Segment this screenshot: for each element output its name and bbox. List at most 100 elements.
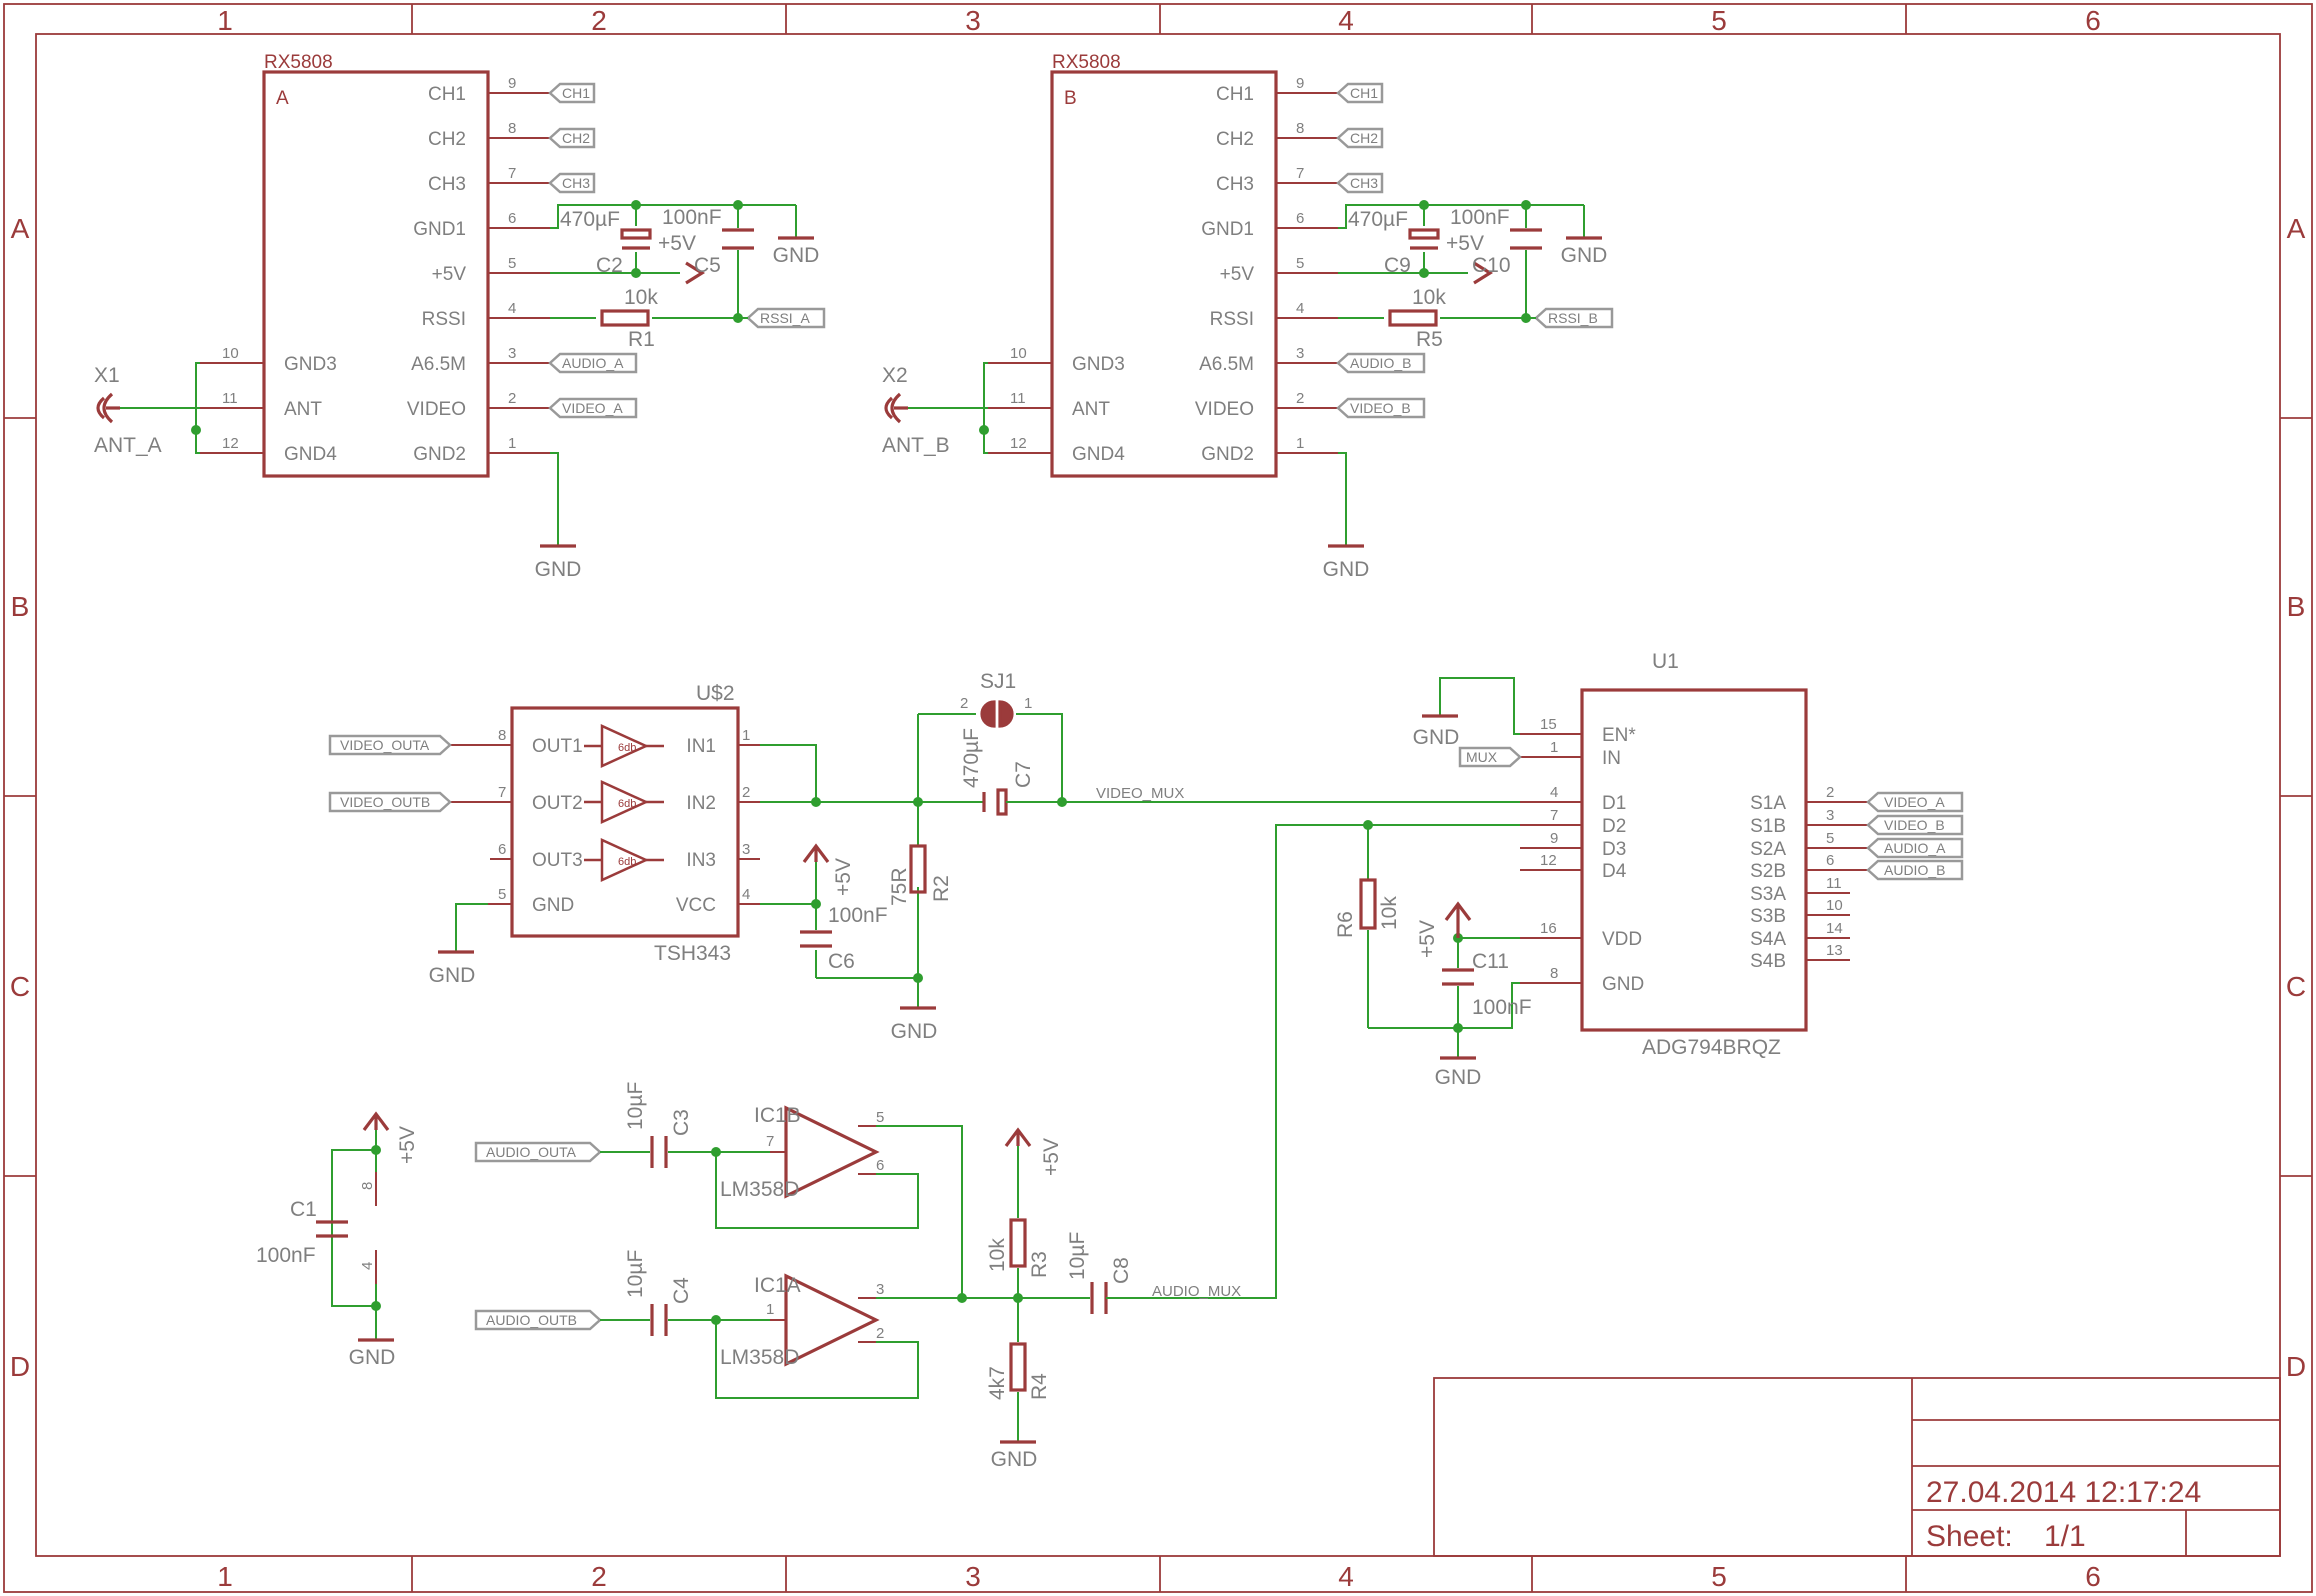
pin-number: 9: [1550, 830, 1558, 847]
rxb-ant-label: ANT: [1072, 399, 1110, 420]
x2-designator: X2: [882, 364, 908, 387]
gnd-symbol: GND: [1323, 544, 1370, 581]
title-date: 27.04.2014 12:17:24: [1926, 1476, 2201, 1509]
r2-value: 75R: [888, 867, 911, 906]
vcc-label: +5V: [396, 1126, 419, 1164]
u2-in1-label: IN1: [686, 736, 716, 757]
rxa-ch1-label: CH1: [428, 84, 466, 105]
flag-s2b-audio-b: AUDIO_B: [1866, 859, 1964, 881]
net-label-audio-mux: AUDIO_MUX: [1152, 1283, 1241, 1300]
pin-number: 3: [742, 841, 750, 858]
flag-ch1-b: CH1: [1336, 82, 1384, 104]
c3-value: 10µF: [624, 1082, 647, 1130]
pin-number: 5: [508, 255, 516, 272]
gain-label: 6db: [618, 742, 636, 754]
pin-number: 4: [359, 1262, 376, 1270]
gain-label: 6db: [618, 856, 636, 868]
vcc-arrow-r3: +5V: [1004, 1127, 1063, 1176]
rxb-ch1-label: CH1: [1216, 84, 1254, 105]
capacitor-c8: 10µF C8: [1066, 1232, 1133, 1314]
ic1b-part: LM358D: [720, 1178, 799, 1201]
c8-value: 10µF: [1066, 1232, 1089, 1280]
pin-number: 2: [1296, 390, 1304, 407]
ic1b-designator: IC1B: [754, 1104, 801, 1127]
r2-designator: R2: [930, 875, 953, 902]
col-label-5: 5: [1711, 5, 1727, 36]
flag-text: CH1: [562, 85, 590, 101]
flag-video-b: VIDEO_B: [1336, 397, 1426, 419]
c1-value: 100nF: [256, 1244, 316, 1267]
pin-number: 3: [508, 345, 516, 362]
pin-number: 5: [876, 1109, 884, 1126]
c2-value: 470µF: [560, 208, 620, 231]
flag-text: AUDIO_B: [1350, 355, 1411, 371]
r1-value: 10k: [624, 286, 658, 309]
flag-s1a-video-a: VIDEO_A: [1866, 791, 1964, 813]
sheet-label: Sheet:: [1926, 1520, 2013, 1553]
resistor-r1: 10k R1: [600, 286, 658, 351]
flag-text: RSSI_A: [760, 310, 810, 326]
gnd-label: GND: [891, 1020, 938, 1043]
rxb-5v-label: +5V: [1220, 264, 1255, 285]
flag-ch3-a: CH3: [548, 172, 596, 194]
pin-number: 11: [222, 390, 238, 407]
pin-number: 16: [1540, 920, 1557, 937]
u2-designator: U$2: [696, 682, 735, 705]
gnd-symbol: GND: [429, 950, 475, 987]
r4-designator: R4: [1028, 1373, 1051, 1400]
capacitor-c5: 100nF C5: [662, 206, 754, 277]
pin-number: 13: [1826, 942, 1843, 959]
flag-video-outa: VIDEO_OUTA: [328, 734, 452, 756]
pin-number: 2: [1826, 784, 1834, 801]
c8-designator: C8: [1110, 1257, 1133, 1284]
col-label-2-bottom: 2: [591, 1561, 607, 1592]
u2-out2-label: OUT2: [532, 793, 583, 814]
flag-text: CH3: [1350, 175, 1378, 191]
video-mux-u1: U1 ADG794BRQZ EN* IN D1 D2 D3 D4 VDD GND…: [1130, 650, 1964, 1299]
flag-rssi-b: RSSI_B: [1534, 307, 1614, 329]
gnd-label: GND: [1323, 558, 1370, 581]
rxb-gnd2-label: GND2: [1201, 444, 1254, 465]
col-label-2: 2: [591, 5, 607, 36]
flag-audio-outa: AUDIO_OUTA: [474, 1141, 602, 1163]
pin-number: 2: [742, 784, 750, 801]
u1-s4a-label: S4A: [1750, 929, 1786, 950]
pin-number: 8: [1550, 965, 1558, 982]
vcc-label: +5V: [1040, 1138, 1063, 1176]
r3-value: 10k: [986, 1238, 1009, 1272]
vcc-label: +5V: [658, 232, 696, 255]
pin-number: 3: [876, 1281, 884, 1298]
u1-part: ADG794BRQZ: [1642, 1036, 1781, 1059]
x1-value: ANT_A: [94, 434, 162, 457]
pin-number: 4: [1550, 784, 1558, 801]
u1-en-label: EN*: [1602, 725, 1636, 746]
pin-number: 7: [1296, 165, 1304, 182]
title-block: 27.04.2014 12:17:24 Sheet: 1/1: [1433, 1377, 2281, 1557]
c11-value: 100nF: [1472, 996, 1532, 1019]
rxb-part: RX5808: [1052, 52, 1121, 73]
u1-d4-label: D4: [1602, 861, 1627, 882]
u1-d1-label: D1: [1602, 793, 1626, 814]
rxa-ch3-label: CH3: [428, 174, 466, 195]
flag-text: AUDIO_OUTA: [486, 1144, 577, 1160]
vcc-arrow-c1: +5V: [362, 1111, 419, 1164]
pin-number: 1: [742, 727, 750, 744]
gnd-label: GND: [1413, 726, 1460, 749]
r6-value: 10k: [1378, 896, 1401, 930]
col-label-1-bottom: 1: [217, 1561, 233, 1592]
pin-number: 11: [1826, 875, 1842, 892]
flag-text: CH1: [1350, 85, 1378, 101]
col-label-6: 6: [2085, 5, 2101, 36]
u1-s3b-label: S3B: [1750, 906, 1786, 927]
pin-number: 6: [508, 210, 516, 227]
c9-value: 470µF: [1348, 208, 1408, 231]
rxb-rssi-label: RSSI: [1210, 309, 1254, 330]
c7-designator: C7: [1012, 761, 1035, 788]
rxa-video-label: VIDEO: [407, 399, 466, 420]
pin-number: 12: [222, 435, 239, 452]
row-label-a: A: [11, 213, 30, 244]
resistor-r6: R6 10k: [1334, 878, 1401, 938]
r4-value: 4k7: [986, 1366, 1009, 1400]
col-label-4-bottom: 4: [1338, 1561, 1354, 1592]
